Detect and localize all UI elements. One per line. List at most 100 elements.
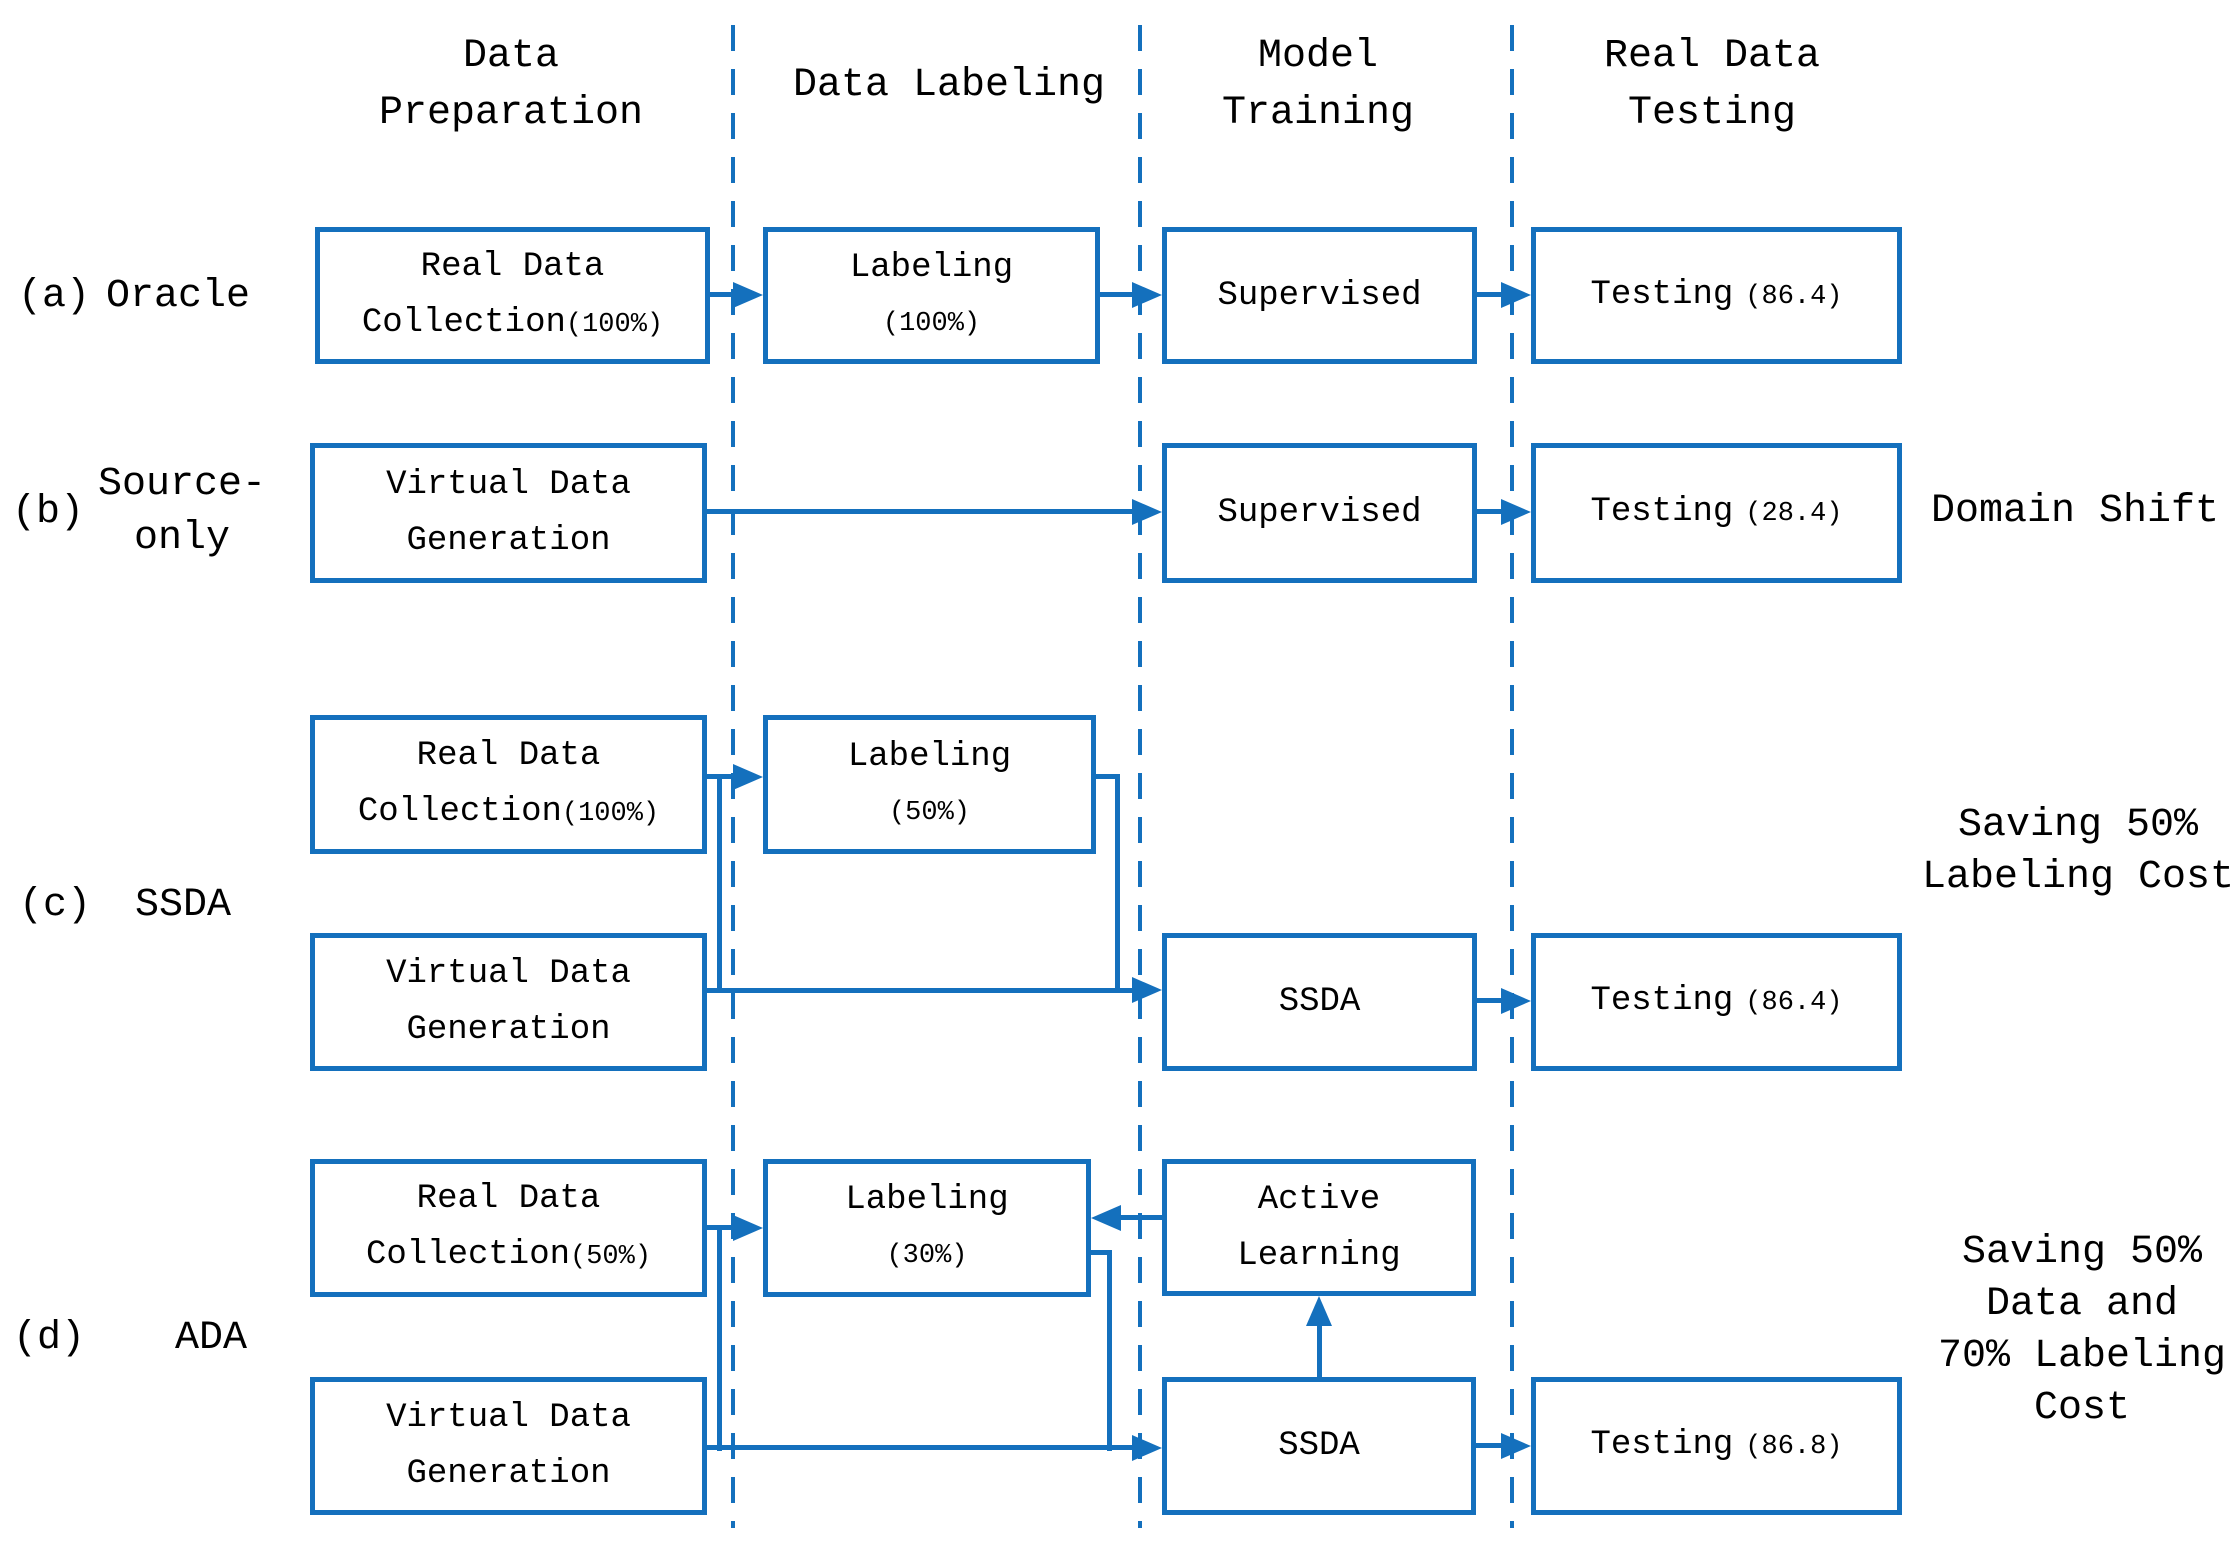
annotation-saving-labeling-cost: Saving 50% Labeling Cost bbox=[1921, 803, 2235, 900]
connector bbox=[705, 988, 1136, 993]
box-text: Active bbox=[1257, 1180, 1381, 1219]
arrowhead bbox=[1091, 1205, 1121, 1231]
box-text: Collection(50%) bbox=[365, 1236, 652, 1274]
box-text: Virtual Data bbox=[386, 955, 631, 993]
box-testing-a: Testing(86.4) bbox=[1531, 227, 1902, 364]
box-text: SSDA bbox=[1278, 1427, 1360, 1465]
row-name: Source- only bbox=[97, 462, 267, 561]
connector bbox=[717, 774, 722, 993]
row-index: (d) bbox=[12, 1315, 85, 1361]
box-virtual-data-generation-c: Virtual Data Generation bbox=[310, 933, 707, 1071]
box-text: Real Data bbox=[420, 247, 605, 286]
connector bbox=[1115, 774, 1120, 993]
box-text: Generation bbox=[406, 1011, 611, 1049]
row-index: (c) bbox=[18, 882, 91, 928]
connector bbox=[1475, 509, 1505, 514]
arrowhead bbox=[1306, 1296, 1332, 1326]
box-text: Real Data bbox=[416, 1180, 601, 1218]
box-text: Supervised bbox=[1217, 276, 1422, 315]
arrowhead bbox=[733, 764, 763, 790]
box-supervised-a: Supervised bbox=[1162, 227, 1477, 364]
column-header-data-labeling: Data Labeling bbox=[749, 20, 1149, 150]
box-text: Labeling bbox=[845, 1181, 1009, 1219]
testing-score: (86.8) bbox=[1745, 1432, 1843, 1462]
header-line: Training bbox=[1221, 91, 1415, 136]
connector bbox=[708, 292, 737, 297]
column-header-model-training: Model Training bbox=[1118, 20, 1518, 150]
connector bbox=[705, 509, 1136, 514]
arrowhead bbox=[1132, 282, 1162, 308]
header-line: Data Labeling bbox=[792, 62, 1106, 108]
header-line: Real Data bbox=[1603, 34, 1821, 79]
column-header-real-data-testing: Real Data Testing bbox=[1512, 20, 1912, 150]
arrowhead bbox=[1501, 499, 1531, 525]
box-text: Collection(100%) bbox=[361, 303, 664, 342]
box-supervised-b: Supervised bbox=[1162, 443, 1477, 583]
arrowhead bbox=[1132, 499, 1162, 525]
box-text: Labeling bbox=[847, 737, 1012, 776]
box-text: Collection(100%) bbox=[357, 792, 660, 831]
arrowhead bbox=[1501, 1433, 1531, 1459]
testing-score: (86.4) bbox=[1745, 988, 1843, 1018]
box-text: Supervised bbox=[1217, 494, 1422, 532]
box-text: Testing(28.4) bbox=[1590, 493, 1843, 531]
arrowhead bbox=[733, 282, 763, 308]
box-real-data-collection-d: Real Data Collection(50%) bbox=[310, 1159, 707, 1297]
header-line: Data bbox=[462, 34, 559, 79]
box-text: Testing(86.8) bbox=[1590, 1426, 1843, 1464]
box-labeling-c: Labeling (50%) bbox=[763, 715, 1096, 854]
box-text: SSDA bbox=[1278, 983, 1361, 1021]
header-line: Preparation bbox=[378, 91, 644, 136]
percentage: (100%) bbox=[561, 798, 660, 829]
box-testing-b: Testing(28.4) bbox=[1531, 443, 1902, 583]
box-text: Testing(86.4) bbox=[1590, 982, 1843, 1020]
box-labeling-d: Labeling (30%) bbox=[763, 1159, 1091, 1297]
box-text: Virtual Data bbox=[386, 1399, 631, 1437]
column-divider-3 bbox=[1510, 25, 1514, 1528]
row-index: (b) bbox=[11, 489, 84, 535]
box-labeling-a: Labeling (100%) bbox=[763, 227, 1100, 364]
arrowhead bbox=[733, 1215, 763, 1241]
row-index: (a) bbox=[17, 273, 90, 319]
box-text: Real Data bbox=[416, 736, 601, 775]
connector bbox=[705, 1445, 1136, 1450]
box-real-data-collection-c: Real Data Collection(100%) bbox=[310, 715, 707, 854]
annotation-domain-shift: Domain Shift bbox=[1930, 489, 2220, 534]
connector bbox=[1475, 292, 1505, 297]
row-label-source-only: (b) Source- only bbox=[9, 452, 269, 572]
box-text: Labeling bbox=[849, 248, 1014, 287]
connector bbox=[1094, 774, 1120, 779]
testing-score: (86.4) bbox=[1745, 281, 1843, 312]
row-label-ada: (d) ADA bbox=[5, 1310, 255, 1366]
arrowhead bbox=[1132, 977, 1162, 1003]
row-name: SSDA bbox=[135, 882, 232, 928]
annotation-saving-data-labeling-cost: Saving 50% Data and 70% Labeling Cost bbox=[1937, 1230, 2227, 1431]
arrowhead bbox=[1501, 988, 1531, 1014]
percentage: (30%) bbox=[886, 1241, 968, 1271]
row-label-ssda: (c) SSDA bbox=[5, 877, 245, 933]
box-virtual-data-generation-b: Virtual Data Generation bbox=[310, 443, 707, 583]
box-ssda-d: SSDA bbox=[1162, 1377, 1476, 1515]
percentage: (100%) bbox=[565, 309, 664, 340]
box-text: Testing(86.4) bbox=[1590, 275, 1843, 314]
box-text: Generation bbox=[406, 522, 611, 560]
testing-score: (28.4) bbox=[1745, 499, 1843, 529]
percentage: (50%) bbox=[570, 1242, 652, 1272]
box-real-data-collection-a: Real Data Collection(100%) bbox=[315, 227, 710, 364]
arrowhead bbox=[1501, 282, 1531, 308]
percentage: (100%) bbox=[882, 308, 981, 339]
header-line: Testing bbox=[1627, 91, 1797, 136]
connector bbox=[1475, 998, 1505, 1003]
connector bbox=[717, 1225, 722, 1451]
box-text: Generation bbox=[406, 1455, 611, 1493]
box-text: Learning bbox=[1237, 1236, 1401, 1275]
connector bbox=[1098, 292, 1136, 297]
header-line: Model bbox=[1257, 34, 1379, 79]
arrowhead bbox=[1132, 1435, 1162, 1461]
box-testing-d: Testing(86.8) bbox=[1531, 1377, 1902, 1515]
connector bbox=[1317, 1322, 1322, 1379]
box-virtual-data-generation-d: Virtual Data Generation bbox=[310, 1377, 707, 1515]
connector bbox=[1107, 1250, 1112, 1451]
column-divider-2 bbox=[1138, 25, 1142, 1528]
